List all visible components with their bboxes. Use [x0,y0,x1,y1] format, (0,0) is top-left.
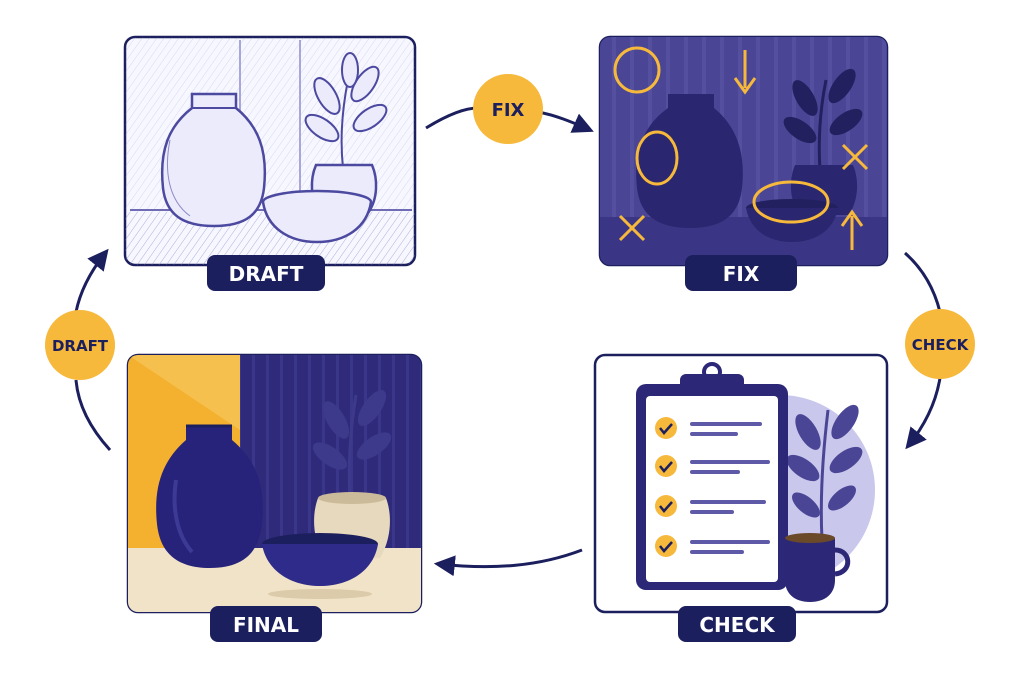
fix-label-pill: FIX [685,255,797,291]
checkmark-icon [655,535,677,557]
cycle-label-right: CHECK [905,309,975,379]
vase-icon [156,424,263,568]
vase-icon [160,92,267,228]
arrow-fix-to-check [904,251,942,313]
draft-label: DRAFT [229,262,304,286]
final-label-pill: FINAL [210,606,322,642]
arrow-mark-icon [840,209,864,250]
arrow-check-to-final [433,548,583,577]
bowl-icon [262,533,378,599]
check-label: CHECK [699,613,776,637]
vase-icon [636,94,743,228]
draft-label-pill: DRAFT [207,255,325,291]
clipboard-icon [636,362,788,590]
check-label-pill: CHECK [678,606,796,642]
cross-mark-icon [841,143,869,171]
arrow-draft-to-fix [425,106,479,130]
arrow-final-to-draft-head [74,248,109,313]
fix-label: FIX [723,262,760,286]
cycle-label-left-text: DRAFT [52,337,109,355]
arrow-mark-icon [733,50,757,95]
checkmark-icon [655,495,677,517]
arrow-draft-to-fix-head [537,110,594,133]
checkmark-icon [655,455,677,477]
cycle-label-top-text: FIX [492,100,525,121]
circle-mark-icon [635,130,679,186]
plant-icon [786,404,863,541]
arrow-final-to-draft [74,379,112,452]
circle-mark-icon [613,46,661,94]
circle-mark-icon [752,180,830,224]
final-panel: FINAL [126,353,423,642]
cycle-label-right-text: CHECK [912,336,970,354]
checkmark-icon [655,417,677,439]
cycle-label-top: FIX [473,74,543,144]
check-panel: CHECK [593,353,889,642]
draft-panel: DRAFT [123,35,417,291]
final-label: FINAL [233,613,299,637]
arrow-fix-to-check-head [905,377,942,450]
cross-mark-icon [618,214,646,242]
cycle-label-left: DRAFT [45,310,115,380]
coffee-mug-icon [785,533,851,602]
fix-panel: FIX [598,35,889,291]
bowl-icon [261,189,373,244]
checklist [655,417,770,557]
